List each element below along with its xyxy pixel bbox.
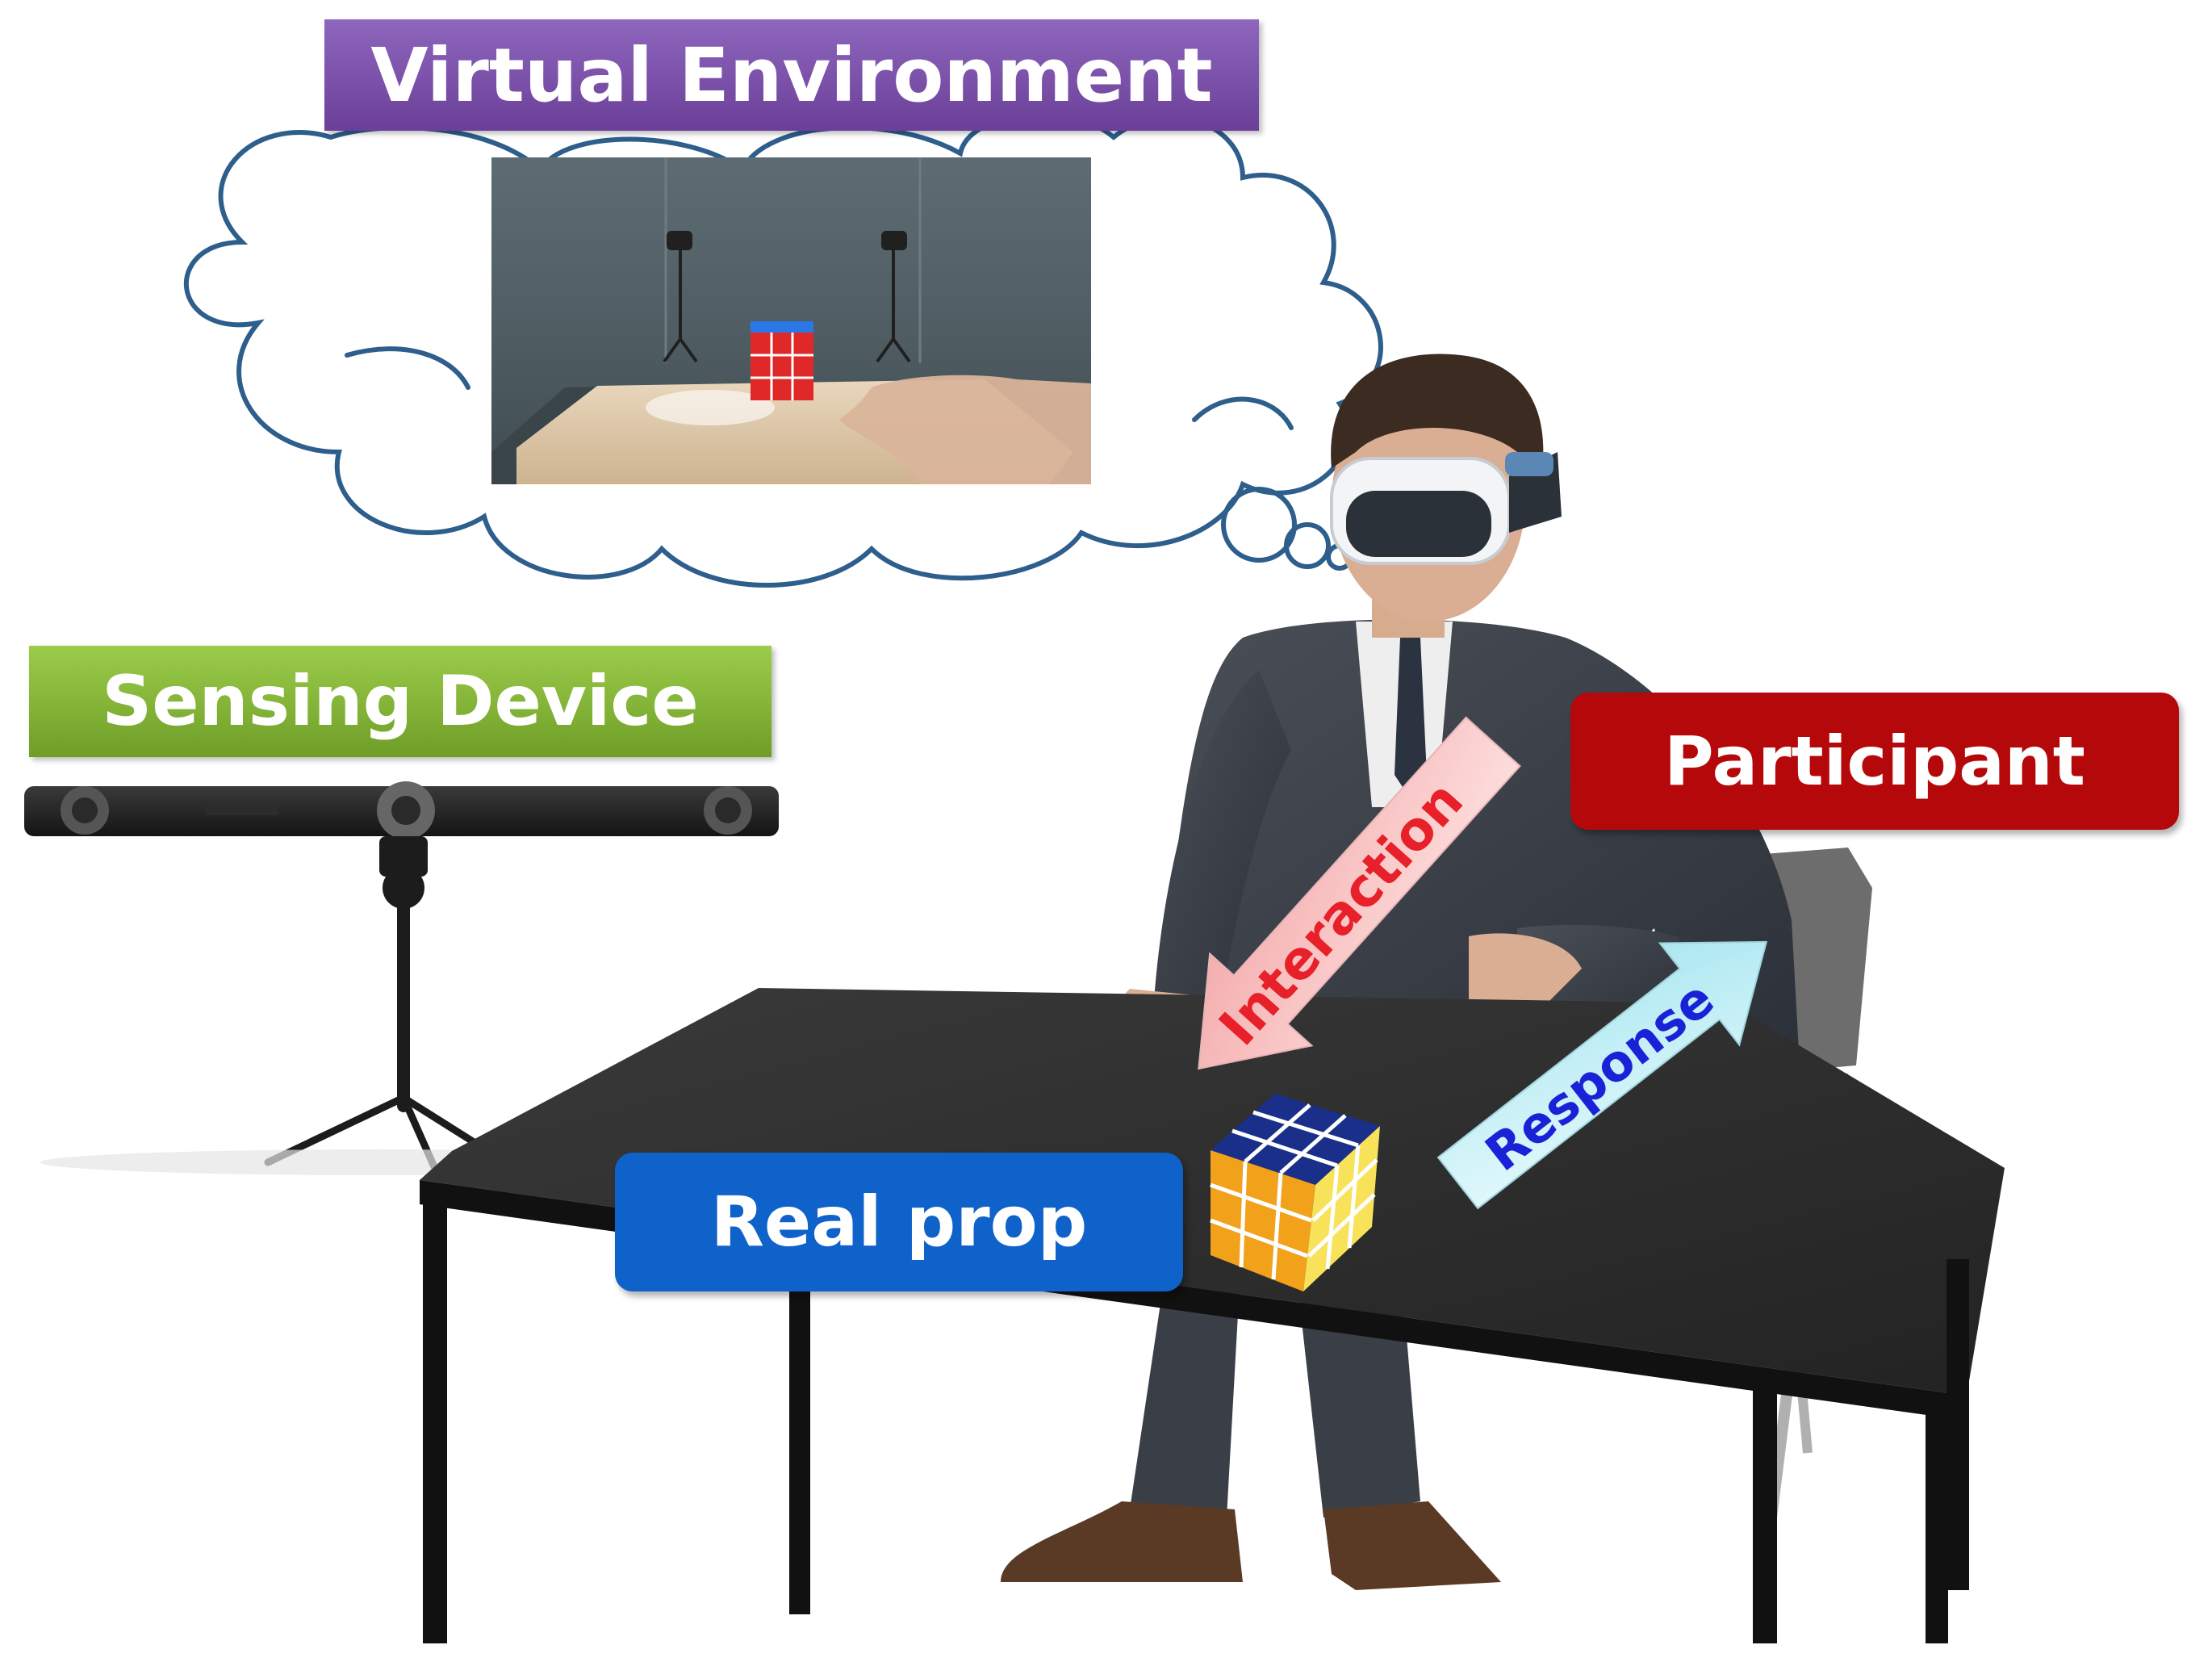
studio-lamp-icon bbox=[663, 231, 911, 363]
vr-headset-icon bbox=[1330, 452, 1562, 565]
real-prop-label: Real prop bbox=[615, 1153, 1183, 1291]
virtual-scene-screenshot bbox=[491, 157, 1091, 484]
right-hand-icon bbox=[1469, 933, 1582, 1017]
participant-label: Participant bbox=[1570, 693, 2179, 830]
right-shoe-icon bbox=[1323, 1501, 1501, 1590]
virtual-environment-label: Virtual Environment bbox=[324, 19, 1259, 131]
tracking-camera-bar-icon bbox=[24, 781, 779, 839]
virtual-cube-icon bbox=[751, 321, 813, 400]
left-shoe-icon bbox=[1001, 1501, 1243, 1582]
tripod-icon bbox=[264, 836, 482, 1174]
rubiks-cube-icon bbox=[1210, 1094, 1380, 1291]
sensing-device-label: Sensing Device bbox=[29, 646, 771, 757]
virtual-hand-icon bbox=[839, 375, 1091, 484]
